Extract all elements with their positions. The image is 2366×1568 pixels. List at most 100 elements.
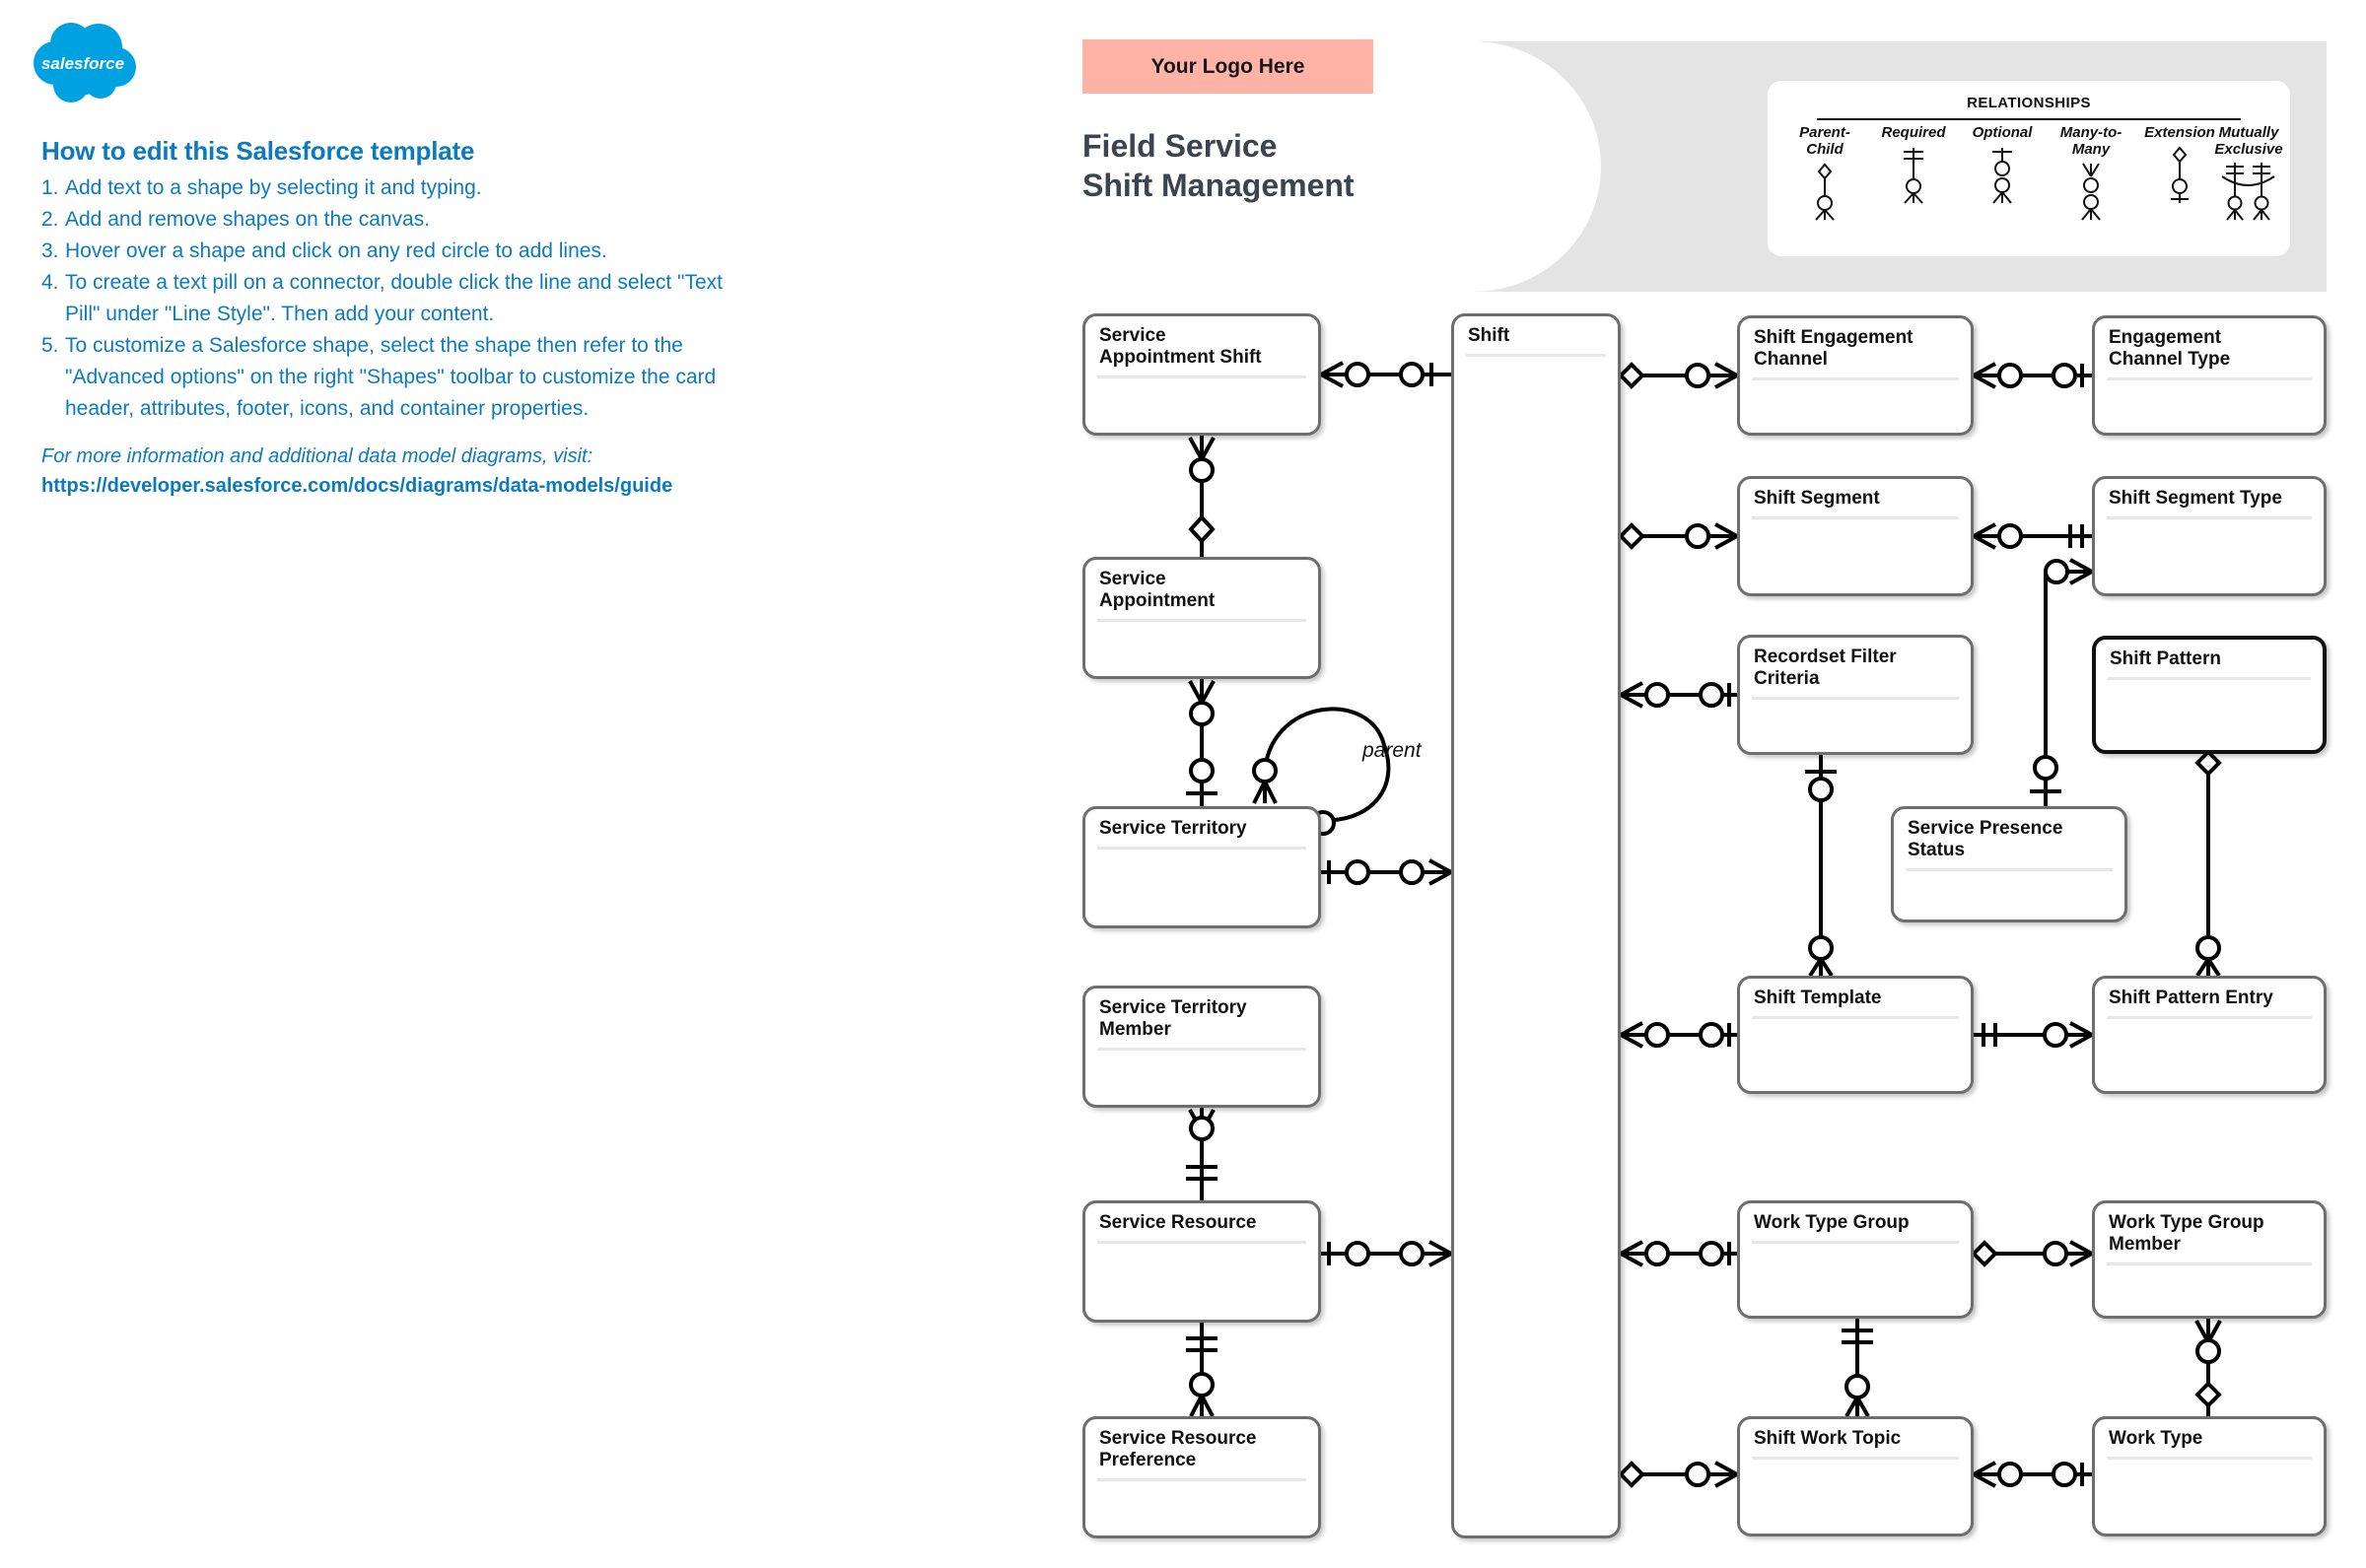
entity-divider (1097, 1478, 1306, 1481)
step-number: 4. (41, 271, 59, 294)
entity-shift[interactable]: Shift (1451, 313, 1621, 1538)
list-item: 2. Add and remove shapes on the canvas. (41, 204, 761, 236)
entity-shift-work-topic[interactable]: Shift Work Topic (1737, 1416, 1974, 1536)
logo-placeholder[interactable]: Your Logo Here (1082, 39, 1373, 94)
entity-work-type[interactable]: Work Type (2092, 1416, 2327, 1536)
entity-shift-segment[interactable]: Shift Segment (1737, 476, 1974, 596)
legend-label: Parent-Child (1799, 124, 1850, 158)
step-text: Add text to a shape by selecting it and … (65, 176, 482, 199)
legend-label: Many-to-Many (2059, 124, 2122, 158)
entity-divider (2107, 377, 2312, 380)
entity-name: Shift Pattern (2110, 648, 2221, 669)
legend-item-required: Required (1864, 124, 1963, 209)
step-number: 1. (41, 176, 59, 199)
entity-shift-pattern-entry[interactable]: Shift Pattern Entry (2092, 976, 2327, 1094)
entity-service-resource[interactable]: Service Resource (1082, 1200, 1321, 1323)
entity-name: Work Type (2109, 1428, 2203, 1449)
entity-shift-pattern[interactable]: Shift Pattern (2092, 636, 2327, 754)
list-item: 1. Add text to a shape by selecting it a… (41, 172, 761, 204)
list-item: 5. To customize a Salesforce shape, sele… (41, 330, 761, 425)
entity-name: Service Territory (1099, 818, 1247, 839)
extension-icon (2130, 144, 2229, 209)
legend-item-many-to-many: Many-to-Many (2042, 124, 2140, 226)
entity-work-type-group[interactable]: Work Type Group (1737, 1200, 1974, 1319)
step-text: To create a text pill on a connector, do… (65, 271, 724, 325)
step-number: 3. (41, 239, 59, 262)
entity-divider (1752, 1016, 1959, 1019)
entity-divider (1097, 1048, 1306, 1051)
entity-name: Shift Template (1754, 988, 1882, 1008)
parent-child-icon (1775, 161, 1874, 226)
entity-service-territory[interactable]: Service Territory (1082, 806, 1321, 928)
legend-label: Optional (1972, 124, 2033, 141)
mutually-exclusive-icon (2211, 161, 2286, 226)
step-text: Add and remove shapes on the canvas. (65, 208, 431, 231)
entity-divider (1752, 377, 1959, 380)
entity-divider (1097, 375, 1306, 378)
step-text: To customize a Salesforce shape, select … (65, 334, 717, 420)
entity-divider (2107, 516, 2312, 519)
optional-icon (1953, 144, 2052, 209)
entity-name: Shift Pattern Entry (2109, 988, 2273, 1008)
many-to-many-icon (2042, 161, 2140, 226)
entity-name: Shift Segment (1754, 488, 1880, 509)
step-text: Hover over a shape and click on any red … (65, 239, 607, 262)
instructions-panel: salesforce How to edit this Salesforce t… (0, 0, 779, 552)
entity-divider (2108, 677, 2311, 680)
entity-name: Shift Work Topic (1754, 1428, 1902, 1449)
guide-url-link[interactable]: https://developer.salesforce.com/docs/di… (41, 475, 673, 497)
legend-divider (1817, 118, 2241, 120)
page-title-line1: Field Service (1082, 128, 1278, 164)
entity-divider (1752, 516, 1959, 519)
list-item: 4. To create a text pill on a connector,… (41, 267, 761, 330)
entity-divider (1097, 847, 1306, 850)
entity-divider (1466, 354, 1606, 357)
entity-divider (1097, 619, 1306, 622)
howto-steps-list: 1. Add text to a shape by selecting it a… (41, 172, 761, 425)
entity-shift-segment-type[interactable]: Shift Segment Type (2092, 476, 2327, 596)
entity-divider (1906, 868, 2113, 871)
entity-name: Shift Segment Type (2109, 488, 2282, 509)
entity-name: Service Resource (1099, 1212, 1257, 1233)
legend-label: Required (1881, 124, 1946, 141)
entity-divider (2107, 1457, 2312, 1460)
step-number: 2. (41, 208, 59, 231)
page-title: Field Service Shift Management (1082, 126, 1595, 205)
entity-divider (1097, 1241, 1306, 1244)
legend-item-optional: Optional (1953, 124, 2052, 209)
required-icon (1864, 144, 1963, 209)
entity-divider (1752, 1241, 1959, 1244)
connector-label-parent: parent (1361, 739, 1423, 762)
salesforce-logo: salesforce (26, 18, 154, 106)
svg-text:salesforce: salesforce (41, 54, 124, 73)
entity-divider (1752, 1457, 1959, 1460)
step-number: 5. (41, 334, 59, 357)
legend-title: RELATIONSHIPS (1967, 95, 2091, 111)
legend-label: Extension (2144, 124, 2215, 141)
entity-shift-template[interactable]: Shift Template (1737, 976, 1974, 1094)
entity-divider (2107, 1262, 2312, 1265)
entity-name: Shift (1468, 325, 1510, 346)
legend-item-extension: Extension (2130, 124, 2229, 209)
page-title-line2: Shift Management (1082, 168, 1355, 203)
list-item: 3. Hover over a shape and click on any r… (41, 236, 761, 267)
